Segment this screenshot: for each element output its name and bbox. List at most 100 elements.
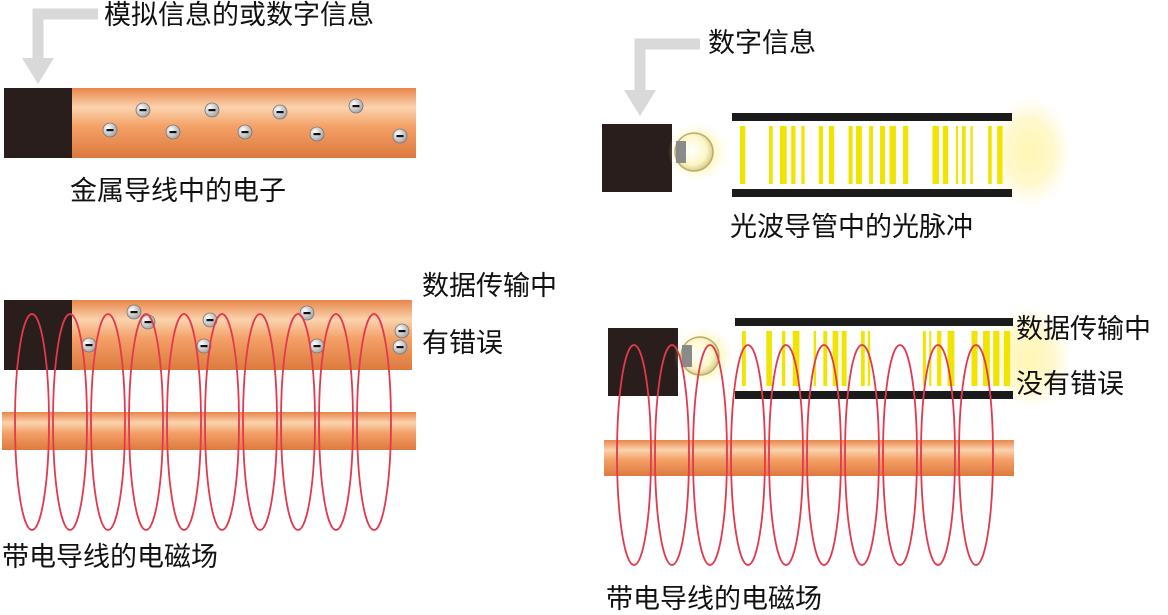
light-pulse-bar [823, 331, 828, 386]
light-pulse-bar [791, 126, 796, 184]
electron-icon [348, 98, 364, 114]
field-loop [730, 344, 766, 566]
light-pulse-bar [813, 331, 816, 386]
field-loop [90, 313, 126, 531]
light-pulse-bar [869, 126, 874, 184]
em-field-loops [14, 313, 392, 531]
electron-icon [309, 126, 325, 142]
light-pulse-bar [856, 126, 862, 184]
light-pulse-bar [889, 126, 896, 184]
light-pulse-bar [766, 331, 772, 386]
waveguide-top-wall [732, 113, 1012, 121]
adjacent-charged-wire [2, 412, 416, 450]
light-pulses [742, 331, 1011, 386]
field-loop [958, 344, 994, 566]
field-loop [692, 344, 728, 566]
light-pulse-bar [879, 126, 886, 184]
field-loop [616, 344, 652, 566]
light-pulse-bar [841, 331, 847, 386]
note-transmission-error-line1: 数据传输中 [422, 271, 557, 302]
field-loop [920, 344, 956, 566]
light-pulse-bar [955, 126, 959, 184]
electron-icon [81, 337, 97, 353]
input-arrow-icon [624, 38, 700, 116]
field-loop [806, 344, 842, 566]
electron-icon [394, 323, 410, 339]
electron-icon [299, 305, 315, 321]
electron-icon [272, 104, 288, 120]
bulb-icon [674, 326, 734, 386]
light-pulses [740, 126, 1003, 184]
field-loop [318, 313, 354, 531]
field-loop [356, 313, 392, 531]
electrons [102, 98, 408, 144]
light-pulse-bar [792, 331, 800, 386]
signal-source-block [4, 88, 72, 158]
light-pulse-bar [801, 126, 805, 184]
em-field-loops [616, 344, 994, 566]
field-loop [280, 313, 316, 531]
field-loop [768, 344, 804, 566]
light-pulse-bar [971, 331, 978, 386]
light-pulse-bar [742, 331, 746, 386]
adjacent-charged-wire [604, 440, 1014, 476]
light-pulse-bar [818, 126, 823, 184]
electron-icon [204, 102, 220, 118]
electrons [81, 304, 410, 355]
light-pulse-bar [781, 331, 786, 386]
light-pulse-bar [983, 331, 990, 386]
note-no-error-line2: 没有错误 [1016, 369, 1124, 400]
electron-icon [196, 338, 212, 354]
light-pulse-bar [961, 126, 966, 184]
light-pulse-bar [932, 126, 939, 184]
electron-icon [392, 339, 408, 355]
electron-icon [237, 124, 253, 140]
light-source-block [602, 124, 672, 192]
light-pulse-bar [937, 331, 942, 386]
electron-icon [165, 124, 181, 140]
light-pulse-bar [828, 126, 835, 184]
field-loop [14, 313, 50, 531]
light-pulse-bar [1003, 331, 1011, 386]
field-loop [844, 344, 880, 566]
note-transmission-error-line2: 有错误 [422, 328, 503, 359]
caption-em-field-right: 带电导线的电磁场 [606, 584, 822, 615]
light-pulse-bar [922, 331, 926, 386]
light-pulse-bar [997, 126, 1003, 184]
light-pulse-bar [867, 331, 871, 386]
light-pulse-bar [779, 126, 787, 184]
waveguide-top-wall [735, 318, 1013, 326]
input-arrow-icon [22, 8, 98, 84]
light-pulse-bar [769, 126, 773, 184]
light-pulse-bar [947, 331, 955, 386]
electron-icon [126, 304, 142, 320]
light-pulse-bar [970, 126, 973, 184]
electron-icon [102, 122, 118, 138]
light-pulse-bar [942, 126, 949, 184]
field-loop [166, 313, 202, 531]
light-pulse-bar [993, 331, 1000, 386]
light-pulse-bar [903, 126, 909, 184]
field-loop [128, 313, 164, 531]
field-loop [654, 344, 690, 566]
field-loop [52, 313, 88, 531]
input-label-analog-digital: 模拟信息的或数字信息 [104, 0, 374, 31]
caption-light-pulses: 光波导管中的光脉冲 [730, 212, 973, 243]
waveguide-bottom-wall [732, 189, 1012, 197]
field-loop [204, 313, 240, 531]
light-pulse-bar [848, 126, 853, 184]
light-pulse-bar [861, 331, 865, 386]
input-label-digital: 数字信息 [708, 28, 816, 59]
electron-icon [309, 338, 325, 354]
electron-icon [392, 128, 408, 144]
light-glow [988, 96, 1072, 208]
field-loop [882, 344, 918, 566]
bulb-icon [668, 122, 728, 182]
copper-wire [72, 88, 416, 158]
light-pulse-bar [988, 126, 992, 184]
field-loop [242, 313, 278, 531]
caption-electrons-in-wire: 金属导线中的电子 [70, 176, 286, 207]
note-no-error-line1: 数据传输中 [1016, 314, 1151, 345]
light-pulse-bar [740, 126, 746, 184]
